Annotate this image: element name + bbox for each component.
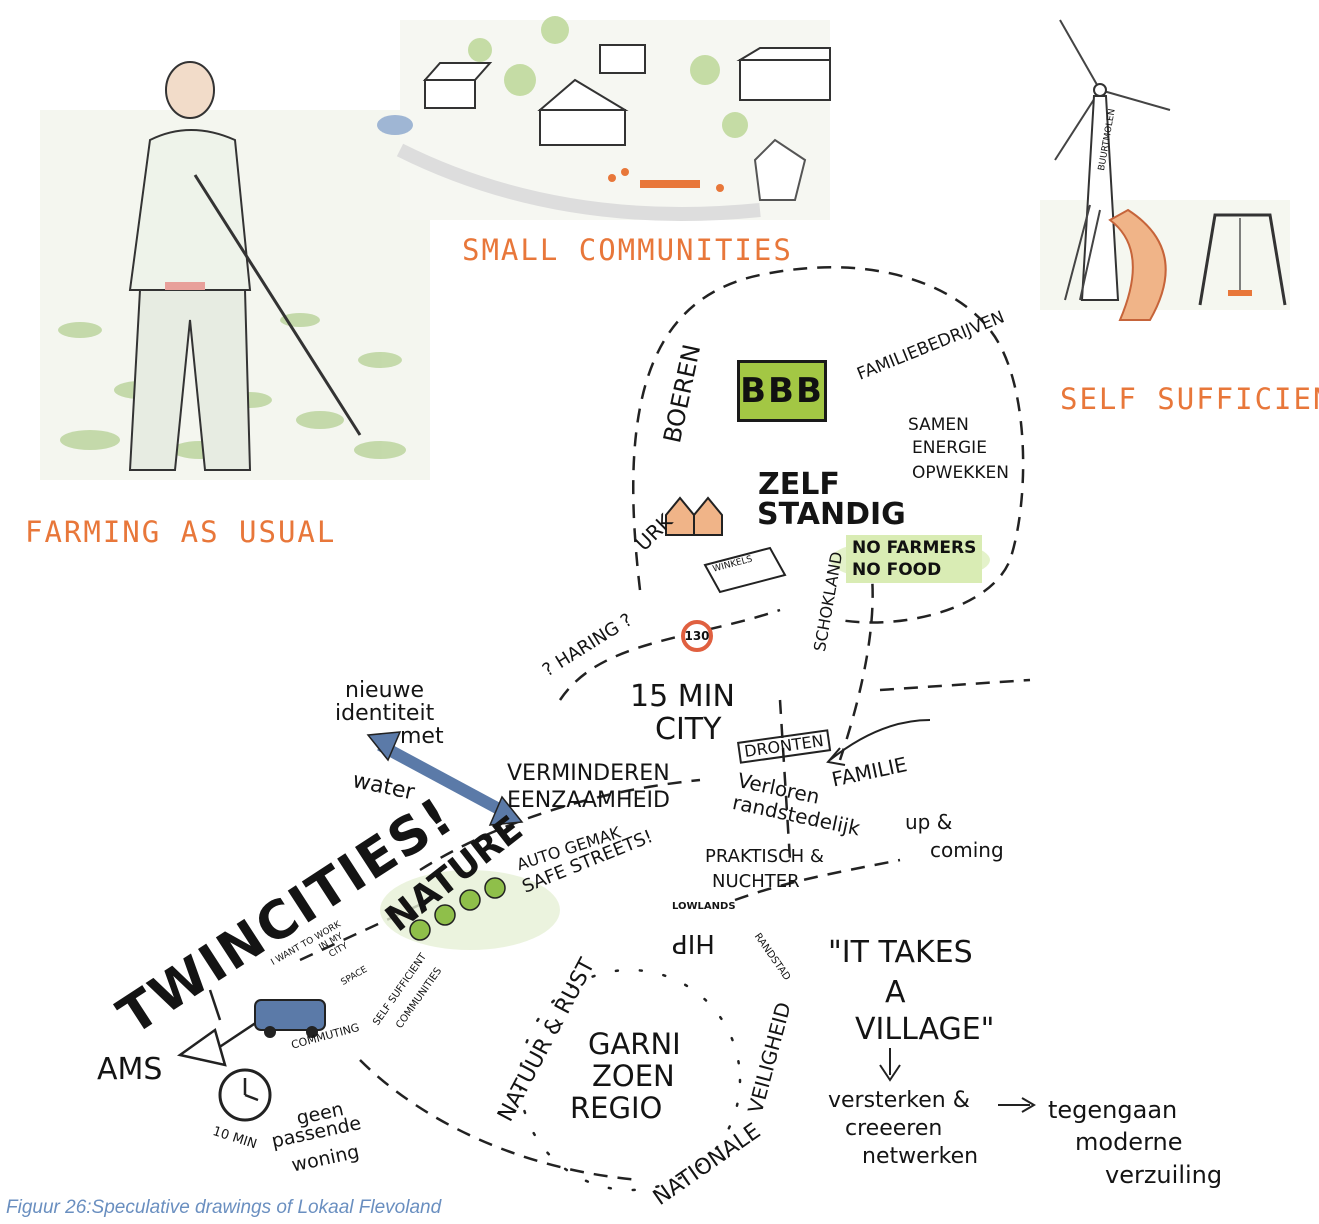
no-farmers-line: NO FARMERS [852,538,977,558]
a-label: A [885,975,906,1010]
garnizoen-circle [518,968,742,1192]
zoen-label: ZOEN [592,1059,675,1093]
identiteit-label: identiteit [335,701,435,726]
lowlands-label: LOWLANDS [672,901,736,912]
eenzaamheid-label: EENZAAMHEID [507,788,670,813]
versterken-label: versterken & [828,1088,970,1113]
car-icon [254,999,326,1038]
bbb-sign: BBB [737,360,827,422]
clock-icon [218,1068,272,1122]
no-farmers-no-food-label: NO FARMERS NO FOOD [846,535,983,583]
trees-icon [409,877,506,941]
tegengaan-label: tegengaan [1048,1096,1178,1124]
samen-label: SAMEN [908,415,969,435]
ams-label: AMS [97,1052,163,1087]
village-arrow [879,1048,1036,1113]
15-min-label: 15 MIN [630,679,735,714]
winkels-building [703,546,787,594]
city-label: CITY [655,712,722,747]
dronten-arrow [826,719,931,766]
netwerken-label: netwerken [862,1144,979,1169]
regio-label: REGIO [570,1091,663,1125]
speed-sign: 130 [681,620,713,652]
coming-label: coming [930,838,1004,862]
standig-label: STANDIG [757,497,906,532]
no-food-line: NO FOOD [852,560,942,580]
garni-label: GARNI [588,1027,681,1061]
nieuwe-label: nieuwe [345,678,425,703]
zelf-label: ZELF [758,467,840,502]
hip-label: HIP [672,928,715,958]
praktisch-label: PRAKTISCH & [705,846,824,867]
small-communities-label: SMALL COMMUNITIES [462,233,793,267]
met-label: met [400,724,444,749]
communities-illustration [377,16,831,221]
blue-double-arrow [366,731,524,826]
opwekken-label: OPWEKKEN [912,463,1009,483]
energie-label: ENERGIE [912,438,987,458]
creeeren-label: creeeren [845,1116,943,1141]
farmer-illustration [40,61,430,480]
nuchter-label: NUCHTER [712,871,800,892]
verzuiling-label: verzuiling [1105,1161,1223,1189]
self-sufficiency-label: SELF SUFFICIENCY [1060,382,1319,416]
self-sufficiency-illustration [1040,19,1290,321]
farming-as-usual-label: FARMING AS USUAL [25,515,337,549]
moderne-label: moderne [1075,1128,1183,1156]
region-outlines [299,266,1031,1182]
village-label: VILLAGE" [855,1012,995,1047]
verminderen-label: VERMINDEREN [507,761,670,786]
up-label: up & [905,810,953,834]
it-takes-label: "IT TAKES [828,935,973,970]
urk-houses [665,496,723,536]
figure-caption: Figuur 26:Speculative drawings of Lokaal… [6,1197,442,1218]
